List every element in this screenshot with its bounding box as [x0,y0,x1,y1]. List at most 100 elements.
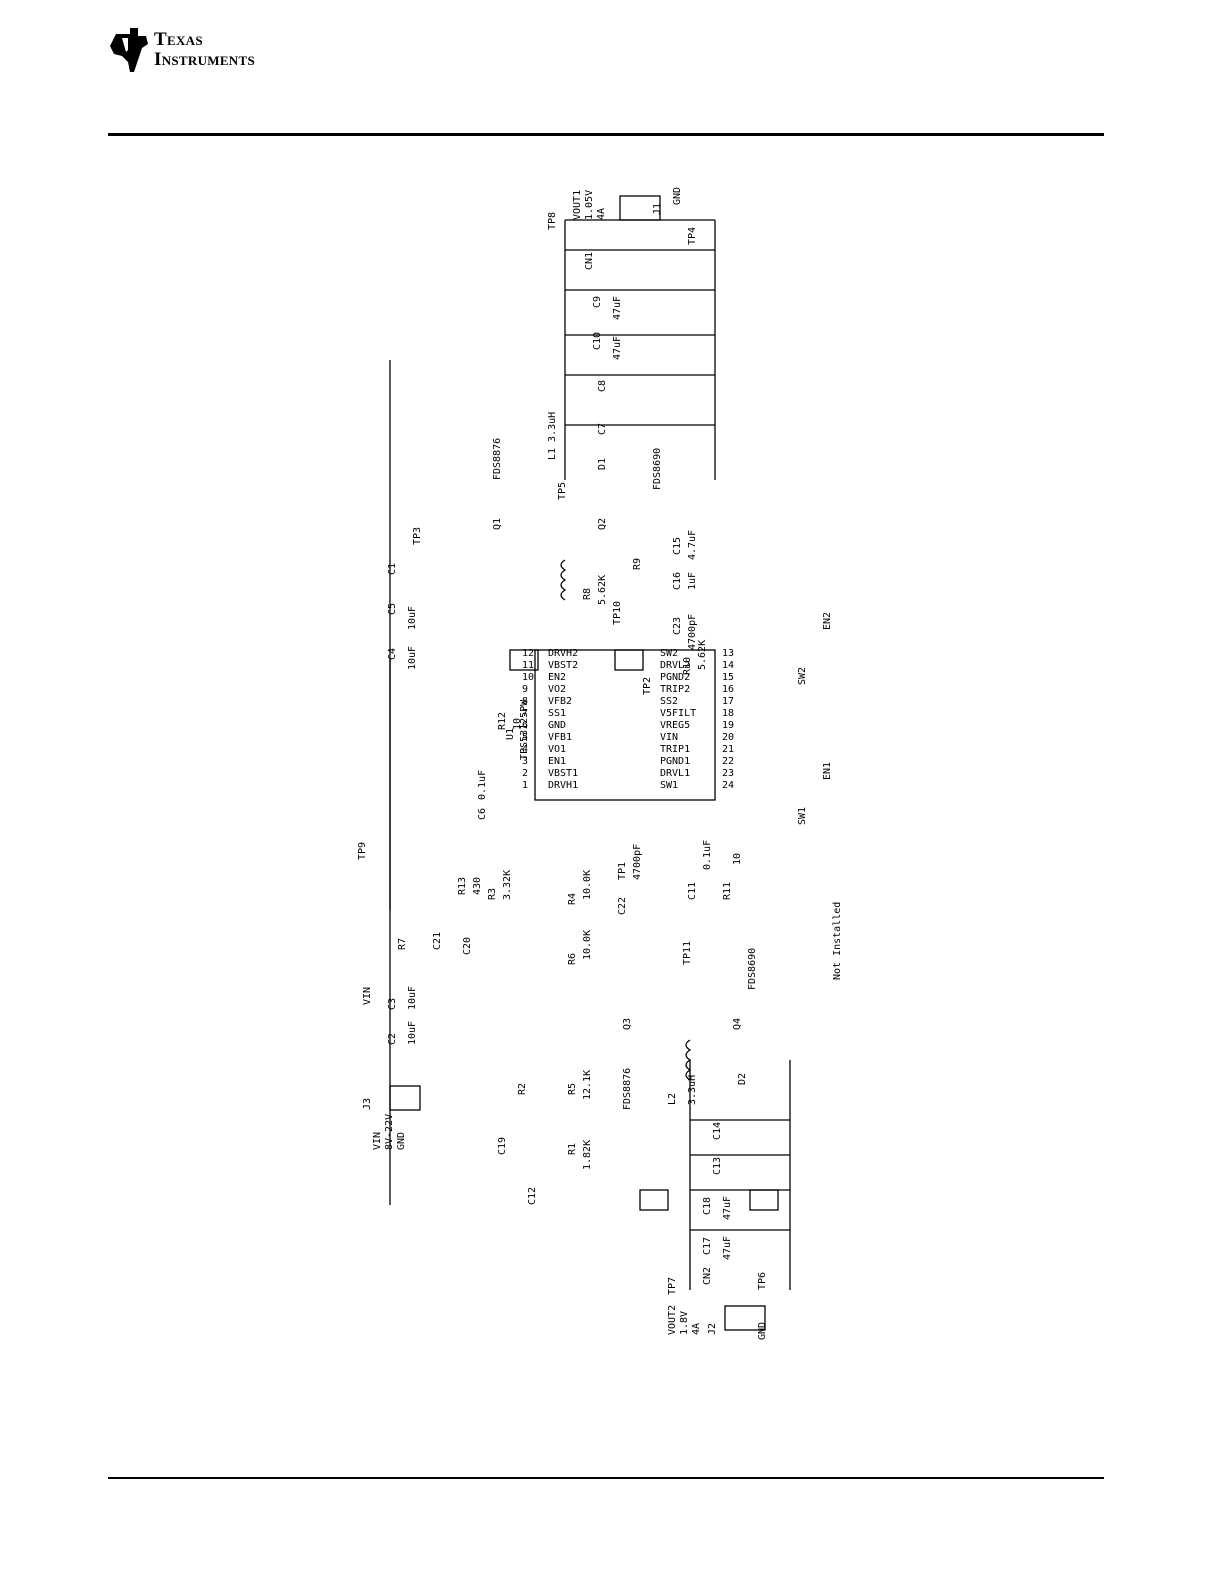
label-tp7: TP7 [667,1277,678,1295]
label-l1: L1 3.3uH [547,412,558,460]
label-r11-val: 10 [732,853,743,865]
label-c19: C19 [497,1137,508,1155]
l2-symbol [685,1039,692,1081]
label-r10: R10 [682,657,693,675]
label-tp5: TP5 [557,482,568,500]
label-l2-val: 3.3uH [687,1075,698,1105]
label-c14: C14 [712,1122,723,1140]
ic-pin-left-number: 8 [522,696,528,707]
label-r1-val: 1.82K [582,1140,593,1170]
label-r13-val: 430 [472,877,483,895]
label-c7: C7 [597,423,608,435]
label-fds8876-bot: FDS8876 [622,1068,633,1110]
label-q4: Q4 [732,1018,743,1030]
label-c22-val: 4700pF [632,844,643,880]
ic-pin-left-name: SS1 [548,708,566,719]
label-vin-name: VIN [372,1132,383,1150]
label-r8: R8 [582,588,593,600]
label-c17: C17 [702,1237,713,1255]
q1-symbol [509,649,539,671]
label-vin-gnd: GND [396,1132,407,1150]
q4-symbol [749,1189,779,1211]
ic-pin-right-name: SS2 [660,696,678,707]
label-cn1: CN1 [584,252,595,270]
ic-pin-right-name: SW2 [660,648,678,659]
ic-pin-right-name: TRIP2 [660,684,690,695]
ic-pin-left-name: VBST1 [548,768,578,779]
label-c20: C20 [462,937,473,955]
ic-pin-left-name: VO2 [548,684,566,695]
label-c15: C15 [672,537,683,555]
logo-line1: Texas [154,29,203,50]
ic-pin-left-number: 3 [522,756,528,767]
label-c10: C10 [592,332,603,350]
label-fds8876-top: FDS8876 [492,438,503,480]
label-c18-val: 47uF [722,1196,733,1220]
label-r13: R13 [457,877,468,895]
label-d1: D1 [597,458,608,470]
label-c5: C5 [387,603,398,615]
label-j1-gnd: GND [672,187,683,205]
label-tp11: TP11 [682,941,693,965]
label-sw1: SW1 [797,807,808,825]
ic-pin-right-name: SW1 [660,780,678,791]
ic-pin-right-number: 20 [722,732,734,743]
ti-logo-icon [110,28,148,72]
label-c12: C12 [527,1187,538,1205]
label-fds8690-top: FDS8690 [652,448,663,490]
output-caps-bot [690,1119,790,1231]
label-j2-gnd: GND [757,1322,768,1340]
schematic-diagram: U1 TPS53125PW DRVH11VBST12EN13VO14VFB15G… [357,187,843,1340]
ic-pin-left-name: VBST2 [548,660,578,671]
ic-pins-left: DRVH11VBST12EN13VO14VFB15GND6SS17VFB28VO… [522,648,578,791]
label-r6-val: 10.0K [582,930,593,960]
ic-pin-right-number: 24 [722,780,734,791]
ic-pin-left-name: VFB1 [548,732,572,743]
label-c1: C1 [387,563,398,575]
label-r8-val: 5.62K [597,575,608,605]
q3-symbol [639,1189,669,1211]
label-c6: C6 [477,808,488,820]
label-c9: C9 [592,296,603,308]
label-c18: C18 [702,1197,713,1215]
ic-ref: U1 [505,728,516,740]
ic-pin-left-number: 1 [522,780,528,791]
ic-part: TPS53125PW [519,699,530,760]
label-c16: C16 [672,572,683,590]
ic-pin-left-number: 12 [522,648,534,659]
label-r5-val: 12.1K [582,1070,593,1100]
label-d2: D2 [737,1073,748,1085]
label-c13: C13 [712,1157,723,1175]
label-tp3: TP3 [412,527,423,545]
label-r10-val: 5.62K [697,640,708,670]
label-r1: R1 [567,1143,578,1155]
label-c15-val: 4.7uF [687,530,698,560]
label-en2: EN2 [822,612,833,630]
label-c23-val: 4700pF [687,614,698,650]
ic-pin-left-name: DRVH2 [548,648,578,659]
ic-pin-right-name: TRIP1 [660,744,690,755]
ic-pin-right-number: 17 [722,696,734,707]
label-j2: J2 [707,1323,718,1335]
label-l2: L2 [667,1093,678,1105]
ic-pin-right-number: 22 [722,756,734,767]
label-q3: Q3 [622,1018,633,1030]
label-c6-val: 0.1uF [477,770,488,800]
label-en1: EN1 [822,762,833,780]
ic-pin-right-name: PGND2 [660,672,690,683]
ic-pin-right-number: 23 [722,768,734,779]
ic-pin-right-number: 13 [722,648,734,659]
label-vout2-v: 1.8V [679,1311,690,1335]
label-c11: C11 [687,882,698,900]
label-c8: C8 [597,380,608,392]
label-c11-val: 0.1uF [702,840,713,870]
label-r6: R6 [567,953,578,965]
ic-pin-right-name: PGND1 [660,756,690,767]
ic-pin-left-name: VFB2 [548,696,572,707]
label-r3: R3 [487,888,498,900]
label-j1: J1 [652,203,663,215]
ic-pin-right-name: DRVL2 [660,660,690,671]
label-c2-val: 10uF [407,1021,418,1045]
label-tp8: TP8 [547,212,558,230]
